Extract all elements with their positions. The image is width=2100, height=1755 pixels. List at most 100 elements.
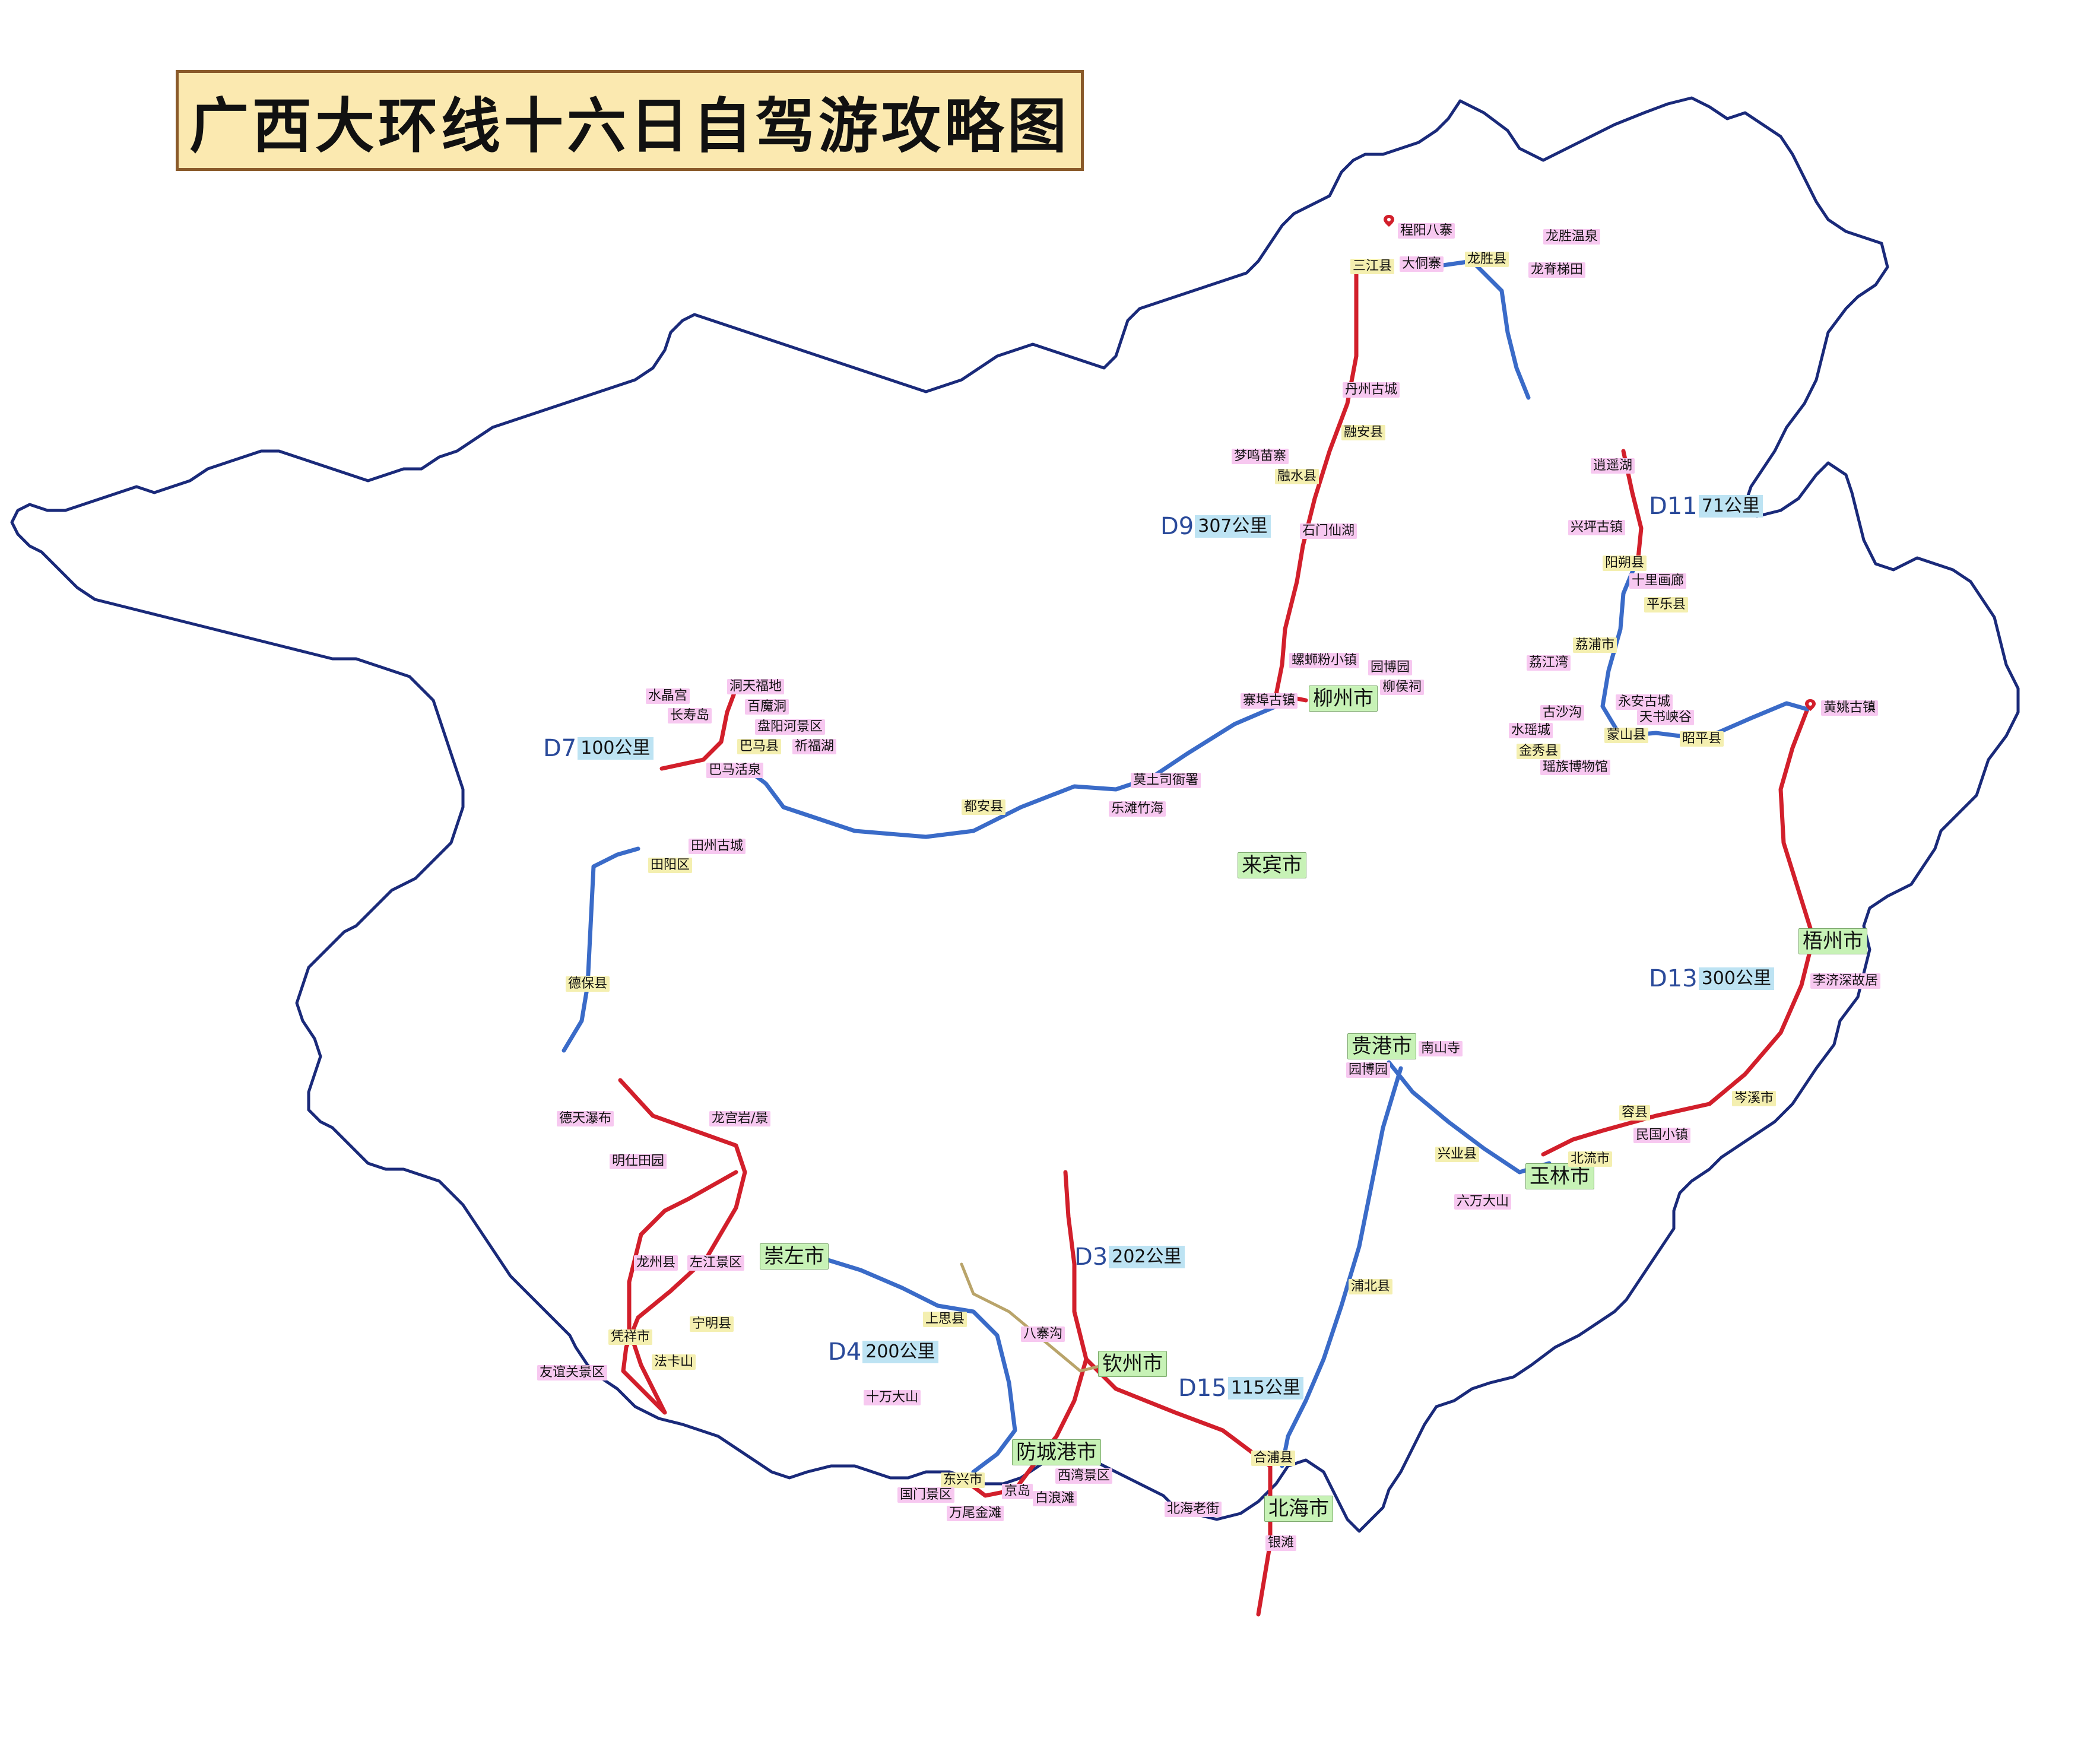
place-ningming: 宁明县 (690, 1316, 734, 1332)
place-lijishen: 李济深故居 (1810, 973, 1881, 989)
place-lijiang-bay: 荔江湾 (1527, 655, 1571, 671)
day-distance: 202公里 (1109, 1246, 1185, 1268)
place-sanjiang: 三江县 (1350, 259, 1395, 274)
place-bazhai: 八寨沟 (1021, 1326, 1065, 1342)
place-detian: 德天瀑布 (557, 1111, 614, 1126)
place-shuiyao: 水瑶城 (1509, 723, 1553, 738)
place-bailang: 白浪滩 (1033, 1491, 1077, 1506)
place-zuojiang: 左江景区 (687, 1255, 745, 1271)
day-distance: 71公里 (1698, 495, 1763, 518)
city-yulin: 玉林市 (1525, 1163, 1594, 1189)
route-side-road (960, 1262, 1106, 1373)
place-zhaizhuang: 寨埠古镇 (1241, 693, 1298, 709)
route-d15 (1280, 1066, 1403, 1468)
place-pingle: 平乐县 (1644, 597, 1689, 612)
day-number: D15 (1178, 1375, 1227, 1402)
place-bama-huoquan: 巴马活泉 (706, 763, 764, 778)
place-qifu: 祈福湖 (792, 739, 837, 754)
place-gushagou: 古沙沟 (1540, 705, 1585, 721)
place-jinxiu: 金秀县 (1517, 744, 1561, 759)
place-hepu: 合浦县 (1251, 1451, 1296, 1466)
city-guigang: 贵港市 (1347, 1033, 1416, 1059)
city-wuzhou: 梧州市 (1798, 928, 1867, 954)
route-d5 (959, 1357, 1089, 1498)
title-banner: 广西大环线十六日自驾游攻略图 (176, 70, 1084, 171)
city-beihai: 北海市 (1264, 1496, 1333, 1522)
place-luosifen: 螺蛳粉小镇 (1289, 653, 1360, 668)
place-xingping: 兴坪古镇 (1568, 520, 1626, 535)
place-chengyang: 程阳八寨 (1398, 223, 1455, 239)
place-huangyao: 黄姚古镇 (1821, 700, 1879, 716)
place-guomen: 国门景区 (897, 1487, 955, 1503)
place-shuijing: 水晶宫 (646, 688, 690, 704)
place-yangshuo: 阳朔县 (1603, 556, 1647, 571)
location-pin-icon (1383, 215, 1395, 227)
day-number: D3 (1074, 1243, 1108, 1271)
route-d7 (659, 686, 738, 771)
place-shangsi: 上思县 (923, 1312, 967, 1327)
place-dongtian: 洞天福地 (727, 679, 785, 694)
place-mengming: 梦鸣苗寨 (1232, 449, 1289, 464)
place-changshou: 长寿岛 (668, 708, 712, 723)
route-d1 (618, 1078, 747, 1415)
place-xingye: 兴业县 (1435, 1147, 1480, 1162)
day-distance: 200公里 (862, 1341, 938, 1363)
place-debao: 德保县 (566, 976, 610, 992)
place-longji: 龙脊梯田 (1528, 262, 1586, 278)
place-rongan: 融安县 (1341, 425, 1386, 440)
place-liuhou: 柳侯祠 (1380, 680, 1425, 695)
place-longsheng: 龙胜县 (1465, 252, 1509, 267)
route-d6 (562, 846, 640, 1053)
place-liuwan: 六万大山 (1454, 1194, 1512, 1210)
place-wanwei: 万尾金滩 (947, 1506, 1004, 1521)
day-number: D9 (1160, 513, 1194, 540)
place-yuanbo-liuzhou: 园博园 (1368, 660, 1413, 675)
place-lipu: 荔浦市 (1573, 637, 1617, 653)
day-distance: 100公里 (578, 737, 654, 760)
place-dongxing: 东兴市 (941, 1472, 985, 1488)
day-number: D4 (828, 1338, 862, 1366)
day-distance: 300公里 (1698, 967, 1774, 990)
place-letan: 乐滩竹海 (1109, 801, 1166, 817)
province-border (10, 96, 2020, 1533)
day-distance: 115公里 (1227, 1377, 1303, 1399)
day-number: D11 (1649, 493, 1698, 520)
place-nanshan: 南山寺 (1419, 1041, 1463, 1056)
place-beihai-oldstreet: 北海老街 (1165, 1502, 1222, 1517)
place-danzhou: 丹州古城 (1343, 382, 1400, 398)
place-pubei: 浦北县 (1349, 1279, 1393, 1294)
place-longsheng-hotspring: 龙胜温泉 (1543, 229, 1601, 245)
place-yongan: 永安古城 (1616, 694, 1673, 710)
city-fangchenggang: 防城港市 (1012, 1439, 1101, 1465)
place-jingdao: 京岛 (1002, 1484, 1033, 1499)
day-number: D7 (543, 735, 577, 762)
place-yintan: 银滩 (1265, 1535, 1297, 1551)
place-faka: 法卡山 (652, 1354, 696, 1370)
place-dadong: 大侗寨 (1400, 256, 1444, 272)
place-shiwan: 十万大山 (864, 1390, 921, 1405)
route-d10 (1428, 259, 1531, 400)
place-cenxi: 岑溪市 (1732, 1091, 1777, 1106)
place-pingxiang: 凭祥市 (608, 1329, 653, 1345)
place-bama: 巴马县 (737, 739, 782, 754)
place-tianzhou: 田州古城 (689, 839, 746, 854)
city-chongzuo: 崇左市 (760, 1243, 829, 1270)
place-shimen: 石门仙湖 (1300, 523, 1357, 539)
place-rongshui: 融水县 (1275, 469, 1319, 484)
place-baimo: 百魔洞 (745, 699, 789, 715)
place-panyang: 盘阳河景区 (755, 719, 826, 735)
place-longzhou: 龙州县 (634, 1255, 678, 1271)
city-qinzhou: 钦州市 (1098, 1351, 1167, 1377)
place-yuanbo-guigang: 园博园 (1346, 1062, 1391, 1078)
day-number: D13 (1649, 965, 1698, 992)
city-laibin: 来宾市 (1238, 852, 1306, 878)
place-xiwan: 西湾景区 (1055, 1468, 1113, 1484)
place-mingshi: 明仕田园 (610, 1154, 667, 1169)
